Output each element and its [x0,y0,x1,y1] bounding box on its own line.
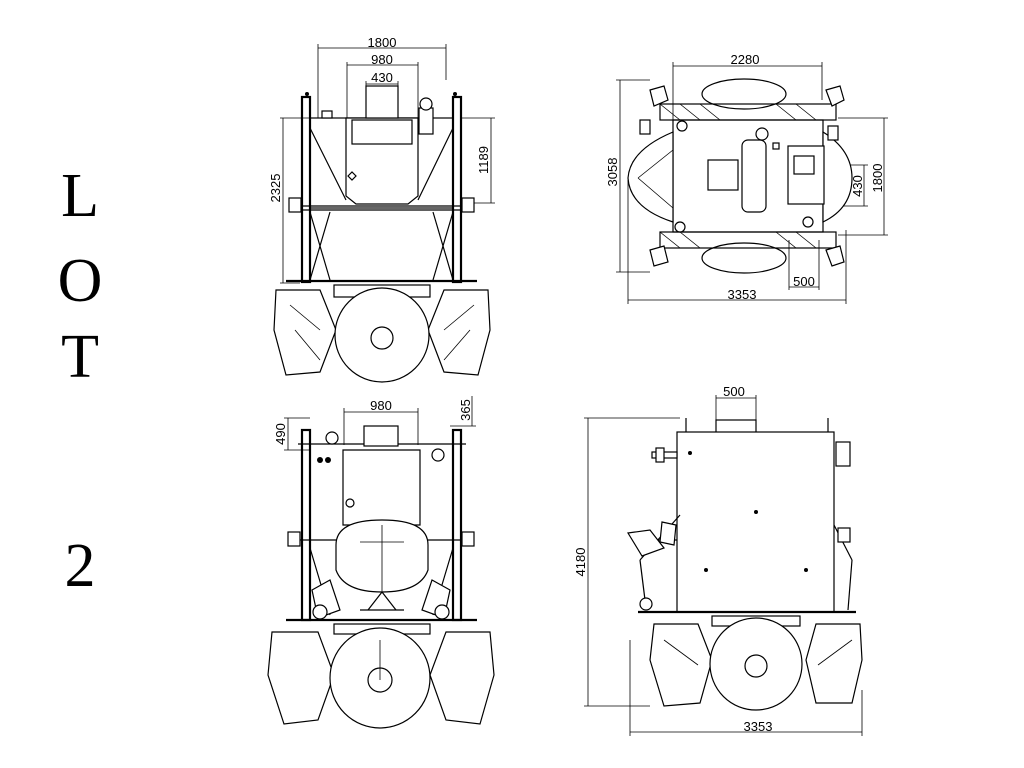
top-dim-offset: 500 [793,274,815,289]
top-dim-width-right: 1800 [870,164,885,193]
rear-dim-offset-left: 490 [273,423,288,445]
front-dim-width-top: 430 [371,70,393,85]
top-dim-length: 3353 [728,287,757,302]
lot-letter-o: O [57,247,103,315]
lot-number-2: 2 [64,532,96,600]
front-dim-height-total: 2325 [268,174,283,203]
top-dim-width-body: 2280 [731,52,760,67]
side-dim-top-box: 500 [723,384,745,399]
lot-letter-l: L [61,162,99,230]
side-dim-length: 3353 [744,719,773,734]
side-view: 500 4180 3353 [573,384,863,736]
rear-dim-width-mid: 980 [370,398,392,413]
top-dim-depth: 3058 [605,158,620,187]
front-dim-height-upper: 1189 [476,146,491,174]
side-dim-height: 4180 [573,548,588,577]
top-dim-width-small: 430 [850,175,865,197]
front-dim-width-total: 1800 [368,35,397,50]
top-view: 2280 3058 1800 430 3353 500 [605,52,888,304]
front-view: 1800 980 430 2325 1189 [268,35,495,383]
front-dim-width-mid: 980 [371,52,393,67]
rear-dim-offset-right: 365 [458,399,473,421]
rear-view: 980 490 365 [267,396,495,729]
lot-letter-t: T [61,323,99,391]
